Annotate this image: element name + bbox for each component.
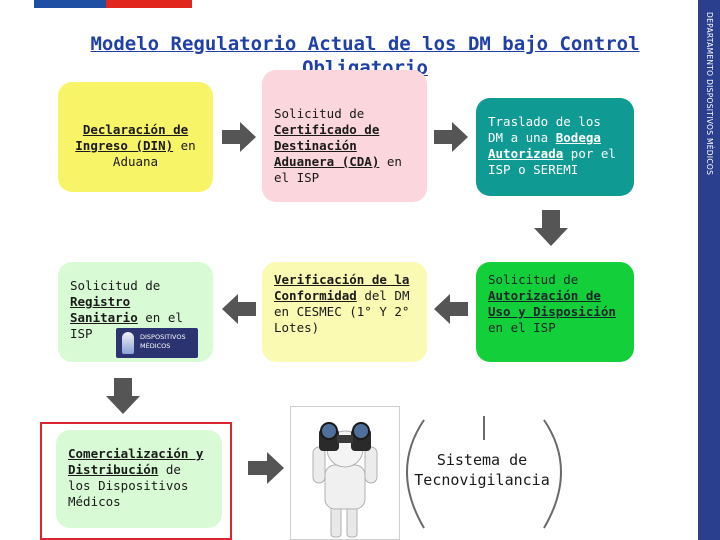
tecnovigilancia-ring	[406, 416, 562, 529]
step-din-link: Declaración de Ingreso (DIN)	[75, 122, 189, 153]
step-cda-link: Certificado de Destinación Aduanera (CDA…	[274, 122, 380, 169]
step-comercializacion: Comercialización y Distribución de los D…	[56, 430, 222, 528]
step-comercializacion-rest: de los Dispositivos Médicos	[68, 462, 189, 509]
dm-logo-text: DISPOSITIVOS MÉDICOS	[140, 333, 186, 351]
right-arrow-icon	[434, 122, 468, 152]
step-din-rest: en Aduana	[112, 138, 196, 169]
binoculars-person-icon	[312, 422, 378, 538]
step-autorizacion: Solicitud de Autorización de Uso y Dispo…	[476, 262, 634, 362]
step-bodega-lead: Traslado de los DM a una	[488, 114, 601, 145]
step-registro-lead: Solicitud de	[70, 278, 161, 293]
left-arrow-icon	[434, 294, 468, 324]
highlight-frame	[40, 422, 232, 540]
down-arrow-icon	[106, 378, 140, 414]
step-registro-rest: en el ISP	[70, 310, 183, 341]
side-band	[698, 0, 720, 540]
step-autorizacion-link: Autorización de Uso y Disposición	[488, 288, 616, 319]
step-bodega-rest: por el ISP o SEREMI	[488, 146, 616, 177]
step-verificacion-rest: del DM en CESMEC (1° Y 2° Lotes)	[274, 288, 410, 335]
dm-logo-line2: MÉDICOS	[140, 342, 171, 350]
binoculars-illustration	[290, 406, 400, 540]
tecnovigilancia-line2: Tecnovigilancia	[414, 471, 550, 489]
step-cda-rest: en el ISP	[274, 154, 402, 185]
step-comercializacion-link: Comercialización y Distribución	[68, 446, 204, 477]
down-arrow-icon	[534, 210, 568, 246]
dm-logo-figure	[122, 332, 134, 354]
flag-blue-bar	[34, 0, 106, 8]
step-din: Declaración de Ingreso (DIN) en Aduana	[58, 82, 213, 192]
step-verificacion: Verificación de la Conformidad del DM en…	[262, 262, 427, 362]
step-verificacion-link: Verificación de la Conformidad	[274, 272, 410, 303]
step-cda-lead: Solicitud de	[274, 106, 365, 121]
right-arrow-icon	[248, 452, 284, 484]
right-arrow-icon	[222, 122, 256, 152]
step-registro-link: Registro Sanitario	[70, 294, 138, 325]
step-autorizacion-rest: en el ISP	[488, 320, 556, 335]
flag-red-bar	[106, 0, 192, 8]
step-bodega-link: Bodega Autorizada	[488, 130, 601, 161]
dm-logo-icon: DISPOSITIVOS MÉDICOS	[116, 328, 198, 358]
step-cda: Solicitud de Certificado de Destinación …	[262, 70, 427, 202]
side-label: DEPARTAMENTO DISPOSITIVOS MÉDICOS	[705, 12, 714, 176]
step-bodega: Traslado de los DM a una Bodega Autoriza…	[476, 98, 634, 196]
tecnovigilancia-line1: Sistema de	[436, 451, 528, 469]
left-arrow-icon	[222, 294, 256, 324]
step-autorizacion-lead: Solicitud de	[488, 272, 579, 287]
dm-logo-line1: DISPOSITIVOS	[140, 333, 186, 341]
tecnovigilancia-label: Sistema de Tecnovigilancia	[392, 450, 572, 490]
